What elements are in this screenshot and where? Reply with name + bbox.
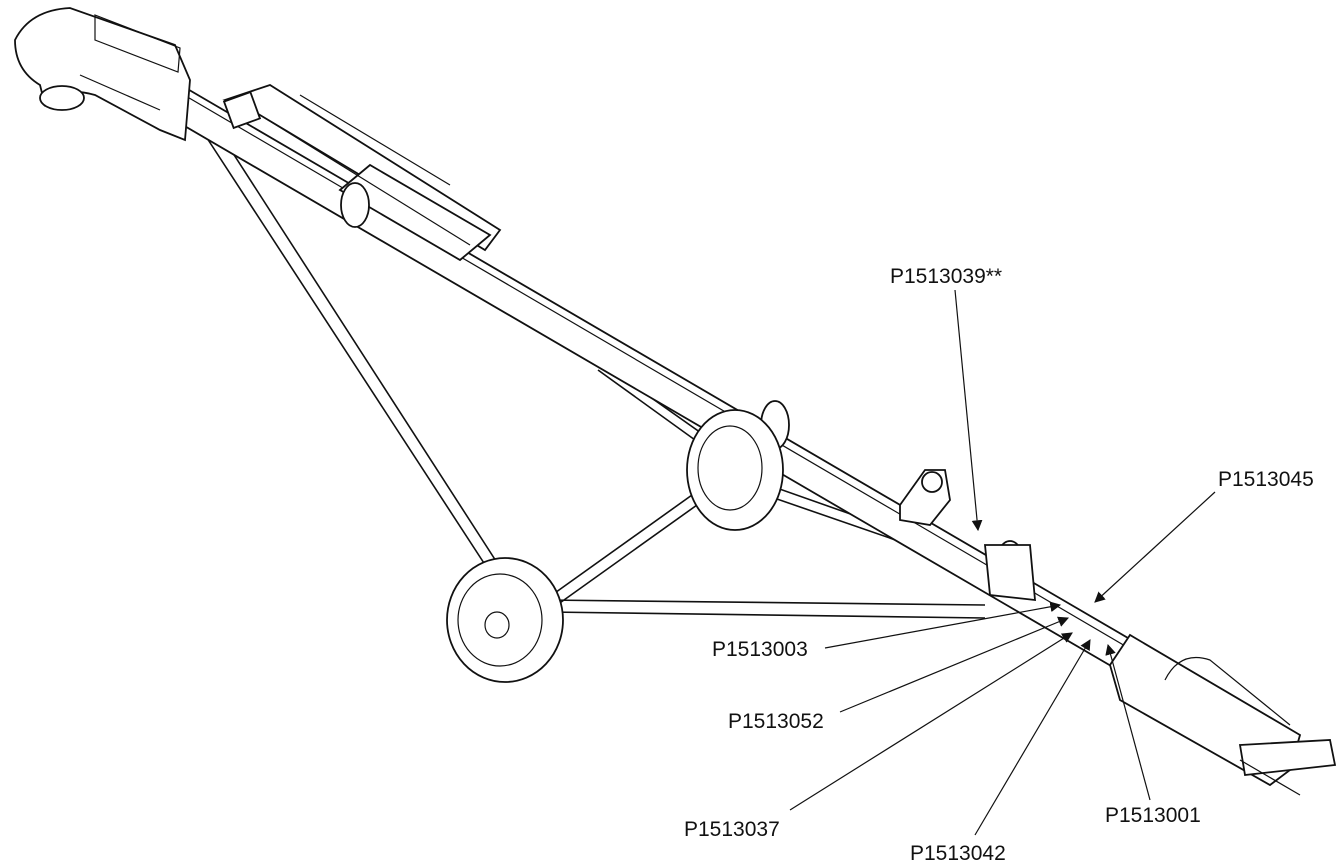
part-labels: P1513039** P1513045 P1513003 P1513052 P1… xyxy=(684,265,1314,865)
label-p1513039: P1513039** xyxy=(890,265,1002,288)
tube-collar xyxy=(760,400,1036,602)
label-p1513037: P1513037 xyxy=(684,818,780,841)
leader-p1513037 xyxy=(789,632,1073,811)
discharge-head xyxy=(14,7,191,142)
hitch-bracket xyxy=(899,469,951,526)
upper-drive-housing xyxy=(222,84,502,262)
leader-p1513042 xyxy=(974,639,1091,836)
leader-p1513003 xyxy=(824,601,1062,649)
leader-p1513039 xyxy=(954,289,983,532)
leader-p1513045 xyxy=(1094,491,1216,603)
leader-p1513052 xyxy=(839,616,1069,713)
label-p1513042: P1513042 xyxy=(910,842,1006,865)
label-p1513045: P1513045 xyxy=(1218,468,1314,491)
leader-p1513001 xyxy=(1105,643,1151,801)
label-p1513003: P1513003 xyxy=(712,638,808,661)
tube-wheel xyxy=(686,409,784,531)
intake-hopper xyxy=(1109,633,1337,796)
auger-illustration xyxy=(14,7,1337,796)
label-p1513052: P1513052 xyxy=(728,710,824,733)
transport-wheel xyxy=(446,557,564,683)
label-p1513001: P1513001 xyxy=(1105,804,1201,827)
callout-leaders xyxy=(789,289,1216,836)
